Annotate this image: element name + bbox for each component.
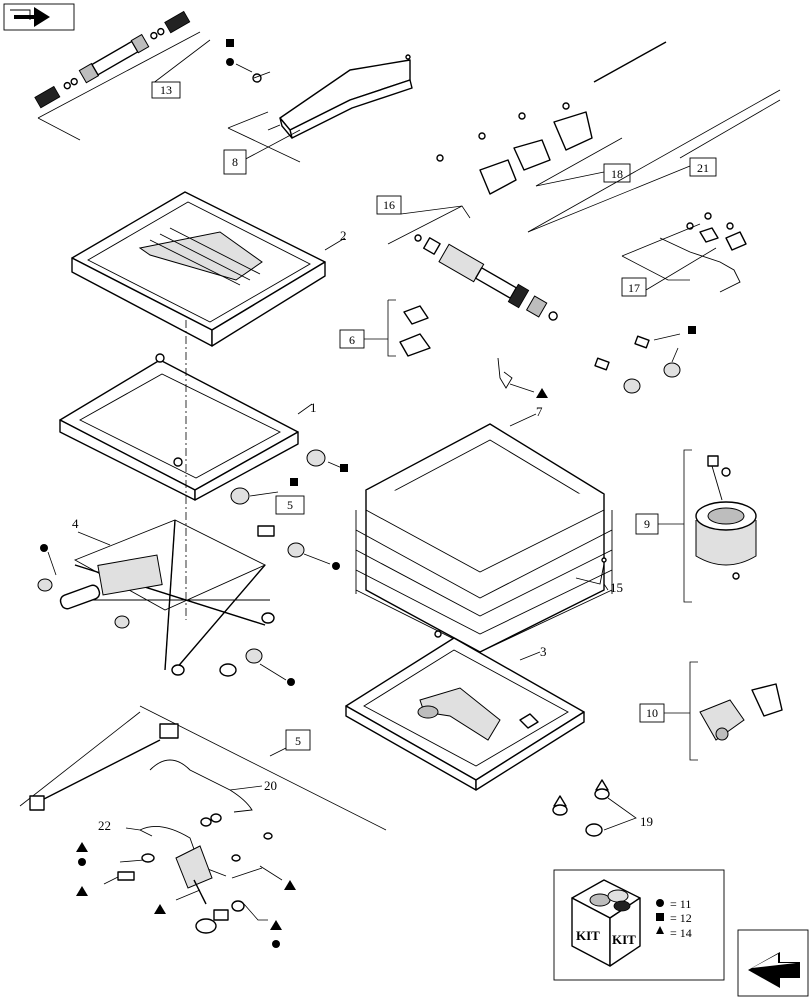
callout-10: 10 bbox=[646, 706, 658, 720]
kit-legend-square: = 12 bbox=[670, 911, 692, 925]
bumpers-group bbox=[594, 326, 696, 394]
callout-20: 20 bbox=[264, 778, 277, 793]
bushings-group bbox=[230, 449, 348, 537]
callout-7: 7 bbox=[536, 404, 543, 419]
callout-2: 2 bbox=[340, 228, 347, 243]
part-7-bellows bbox=[355, 413, 613, 653]
kit-legend-box bbox=[553, 869, 725, 981]
callout-8: 8 bbox=[232, 155, 238, 169]
next-nav-icon[interactable] bbox=[737, 929, 809, 997]
part-22-handle bbox=[103, 813, 283, 934]
callout-9: 9 bbox=[644, 517, 650, 531]
callout-1: 1 bbox=[310, 400, 317, 415]
kit-word-left: KIT bbox=[576, 928, 600, 943]
kit-legend-circle: = 11 bbox=[670, 897, 691, 911]
part-4-scissor-mechanism bbox=[37, 519, 340, 686]
part-1-middle-frame bbox=[59, 353, 313, 501]
part-15-rod bbox=[575, 557, 609, 591]
callout-22: 22 bbox=[98, 818, 111, 833]
part-16-shock-shaft bbox=[376, 195, 558, 321]
part-18-covers bbox=[436, 102, 631, 195]
callout-5b: 5 bbox=[295, 734, 301, 748]
part-3-base-plate bbox=[345, 630, 585, 791]
callout-6: 6 bbox=[349, 333, 355, 347]
part-17-wire-bracket bbox=[621, 212, 747, 297]
callout-13: 13 bbox=[160, 83, 172, 97]
part-9-air-spring bbox=[635, 449, 757, 603]
callout-15: 15 bbox=[610, 580, 623, 595]
part-2-top-frame bbox=[71, 191, 346, 347]
lower-kit-marks bbox=[76, 842, 296, 948]
callout-21: 21 bbox=[697, 161, 709, 175]
part-13-shaft-assembly bbox=[34, 10, 211, 141]
kit-word-right: KIT bbox=[612, 932, 636, 947]
lower-assembly-region bbox=[19, 705, 387, 831]
callout-3: 3 bbox=[540, 644, 547, 659]
callout-16: 16 bbox=[383, 198, 395, 212]
kit-legend-triangle: = 14 bbox=[670, 926, 692, 940]
part-8-bracket bbox=[223, 54, 413, 175]
part-20-cable bbox=[149, 759, 263, 813]
callout-4: 4 bbox=[72, 516, 79, 531]
part-19-knobs bbox=[552, 779, 637, 837]
callout-18: 18 bbox=[611, 167, 623, 181]
clip-triangle-group bbox=[497, 357, 548, 398]
part-6-latch-clips bbox=[339, 299, 431, 357]
screw-marks-group bbox=[226, 39, 271, 83]
callout-17: 17 bbox=[628, 281, 640, 295]
back-nav-icon[interactable] bbox=[3, 3, 75, 31]
part-21-rod bbox=[527, 41, 781, 233]
callout-5a: 5 bbox=[287, 498, 293, 512]
callout-19: 19 bbox=[640, 814, 653, 829]
lever-rod bbox=[29, 723, 179, 811]
part-10-valve bbox=[639, 661, 783, 761]
